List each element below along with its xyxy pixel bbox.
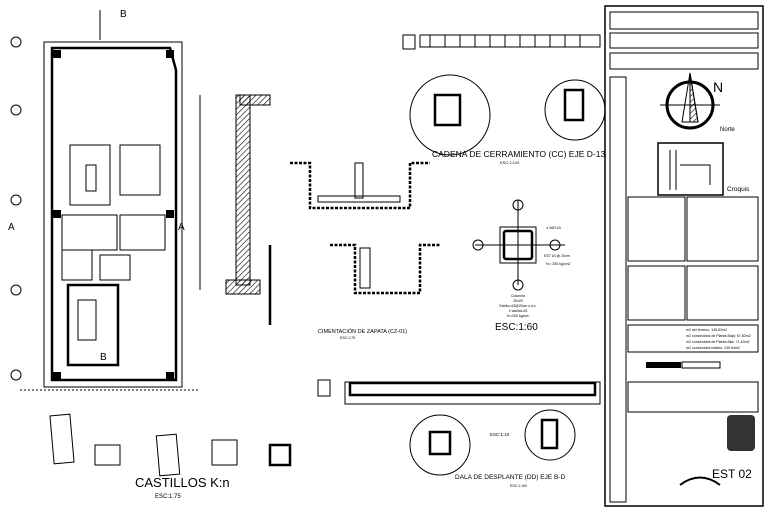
north-arrow: N Norte (660, 72, 735, 133)
columna-detail: 4 VAR.#3 EST #3 @ 20cm f'c= 250 kg/cm2 C… (472, 199, 571, 333)
wall-section (199, 94, 271, 295)
columna-note: f'c=250 kg/cm² (507, 314, 531, 318)
zapata-scale: ESC:1:75 (340, 336, 355, 340)
north-label: Norte (720, 127, 735, 133)
columna-scale: ESC:1:60 (495, 322, 538, 333)
floor-plan: B A A B (8, 9, 200, 391)
superficie-line: m2 construidos de Planta Baja: 67.82m2 (686, 334, 751, 338)
castillos-details: CASTILLOS K:n ESC:1:75 (49, 413, 292, 500)
columna-note: 20x20 (513, 299, 523, 303)
superficie-line: m2 del terreno: 145.62m2 (686, 328, 727, 332)
cadena-title: CADENA DE CERRAMIENTO (CC) EJE D-13 (432, 149, 605, 159)
columna-label: f'c= 250 kg/cm2 (546, 262, 571, 266)
section-mark-b: B (120, 9, 127, 20)
columna-note: Estribo #3@20cm c.a.c. (499, 304, 536, 308)
sheet-code: EST 02 (712, 467, 752, 481)
cadena-scale: ESC:1:120 (500, 160, 520, 165)
superficie-line: m2 construidos totales: 139.54m2 (686, 346, 740, 350)
columna-note: 4 varillas #3 (509, 309, 528, 313)
title-block: N Norte Croquis m2 del terreno: 145.62m2… (604, 5, 764, 507)
dala-detail-scale: ESC:1:10 (490, 432, 510, 437)
section-mark-a: A (8, 222, 15, 233)
castillos-title: CASTILLOS K:n (135, 475, 230, 490)
dala-scale: ESC:1:100 (510, 484, 527, 488)
section-mark-a-right: A (178, 222, 185, 233)
zapata-details: CIMENTACIÓN DE ZAPATA (CZ-01) ESC:1:75 (268, 161, 440, 340)
dala-detail: ESC:1:10 DALA DE DESPLANTE (DD) EJE B-D … (317, 379, 601, 488)
castillos-scale: ESC:1:75 (155, 494, 181, 500)
columna-label: EST #3 @ 20cm (544, 254, 570, 258)
cadena-detail: CADENA DE CERRAMIENTO (CC) EJE D-13 ESC:… (402, 34, 606, 165)
institution-seal (679, 415, 755, 486)
columna-label: 4 VAR.#3 (546, 226, 561, 230)
section-mark-b-bottom: B (100, 352, 107, 363)
dala-title: DALA DE DESPLANTE (DD) EJE B-D (455, 474, 565, 481)
superficie-line: m2 construidos de Planta Alta: 71.42m2 (686, 340, 750, 344)
columna-note: Columna (511, 294, 525, 298)
croquis-label: Croquis (727, 186, 750, 193)
zapata-title: CIMENTACIÓN DE ZAPATA (CZ-01) (318, 328, 407, 335)
north-letter: N (713, 79, 723, 95)
